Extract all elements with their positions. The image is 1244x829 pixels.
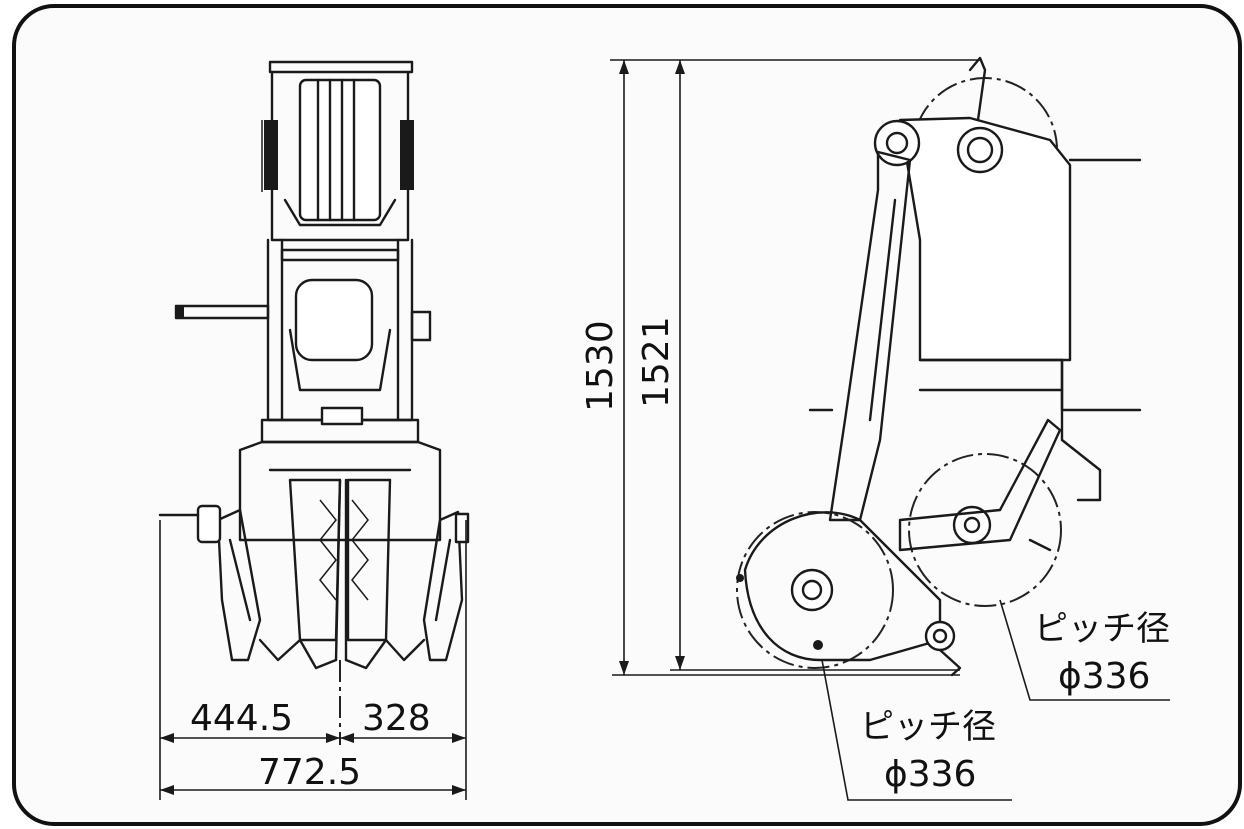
front-view [158, 60, 470, 745]
dim-height-inner: 1521 [636, 316, 677, 408]
pitch-leader-lines [821, 599, 1170, 801]
dim-left-width: 444.5 [190, 698, 293, 739]
side-dimension-lines [610, 59, 980, 676]
pitch-value-bottom: ϕ336 [884, 754, 976, 795]
dim-height-outer: 1530 [580, 320, 621, 412]
dim-right-width: 328 [362, 698, 431, 739]
pitch-value-right: ϕ336 [1058, 656, 1150, 697]
dim-total-width: 772.5 [258, 752, 361, 793]
pitch-label-bottom: ピッチ径 [860, 707, 996, 747]
pitch-label-right: ピッチ径 [1034, 609, 1170, 649]
side-view [736, 56, 1142, 677]
front-dimension-lines [159, 520, 467, 800]
